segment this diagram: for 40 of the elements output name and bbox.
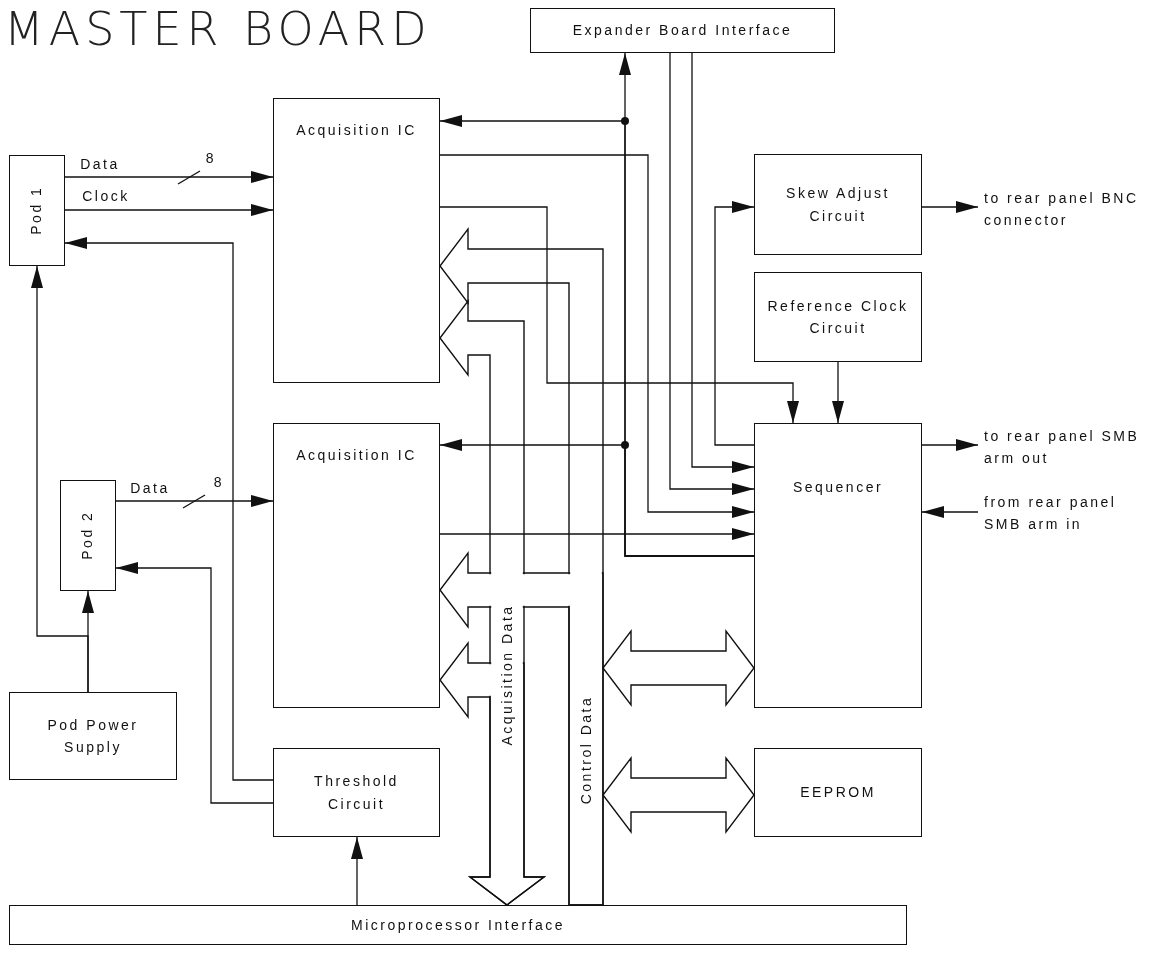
arrow	[115, 495, 274, 507]
arrow	[439, 528, 755, 540]
bus-arrow	[602, 755, 755, 835]
arrow	[439, 206, 799, 424]
arrow	[832, 361, 844, 424]
destination-note: to rear panel SMB arm out	[978, 424, 1146, 470]
circuit-block: Pod 2	[60, 480, 116, 591]
bus-arrow	[602, 628, 755, 708]
arrow	[714, 201, 755, 446]
circuit-block: Pod Power Supply	[9, 692, 177, 780]
arrow	[115, 562, 274, 804]
arrow	[691, 52, 755, 473]
circuit-block: Acquisition IC	[273, 98, 440, 383]
circuit-block: Sequencer	[754, 423, 922, 708]
arrow	[921, 439, 979, 451]
arrow	[921, 506, 979, 518]
arrow	[669, 52, 755, 495]
circuit-block: Pod 1	[9, 155, 65, 266]
bus-arrow	[439, 640, 547, 906]
bus-width-label: 8	[204, 149, 218, 167]
circuit-block: Acquisition IC	[273, 423, 440, 708]
arrow	[439, 154, 755, 518]
circuit-block: Skew Adjust Circuit	[754, 154, 922, 255]
circuit-block: Expander Board Interface	[530, 8, 835, 53]
circuit-block: Microprocessor Interface	[9, 905, 907, 945]
diagram-title: MASTER BOARD	[4, 4, 432, 55]
circuit-block: EEPROM	[754, 748, 922, 837]
arrow	[439, 439, 755, 557]
destination-note: to rear panel BNC connector	[978, 186, 1146, 232]
arrow	[351, 836, 363, 906]
circuit-block: Reference Clock Circuit	[754, 272, 922, 362]
arrow	[64, 204, 274, 216]
arrow	[31, 265, 89, 693]
destination-note: from rear panel SMB arm in	[978, 490, 1158, 536]
arrow	[64, 237, 274, 781]
bus-width-label: 8	[212, 473, 226, 491]
arrow	[64, 171, 274, 183]
bus-arrow	[439, 550, 604, 906]
circuit-block: Threshold Circuit	[273, 748, 440, 837]
arrow	[921, 201, 979, 213]
